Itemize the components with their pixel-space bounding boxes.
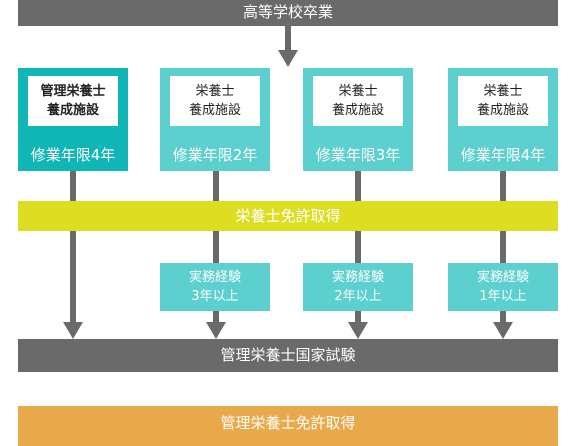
experience-label: 実務経験	[476, 270, 529, 285]
school-label-line1: 栄養士	[195, 84, 235, 99]
arrow-head-col2	[206, 322, 226, 339]
school-label: 栄養士 養成施設	[313, 76, 403, 126]
school-years: 修業年限4年	[460, 146, 546, 164]
arrow-shaft-col2-lower	[213, 311, 219, 324]
school-label: 栄養士 養成施設	[458, 76, 548, 126]
school-label-line1: 管理栄養士	[40, 84, 106, 99]
arrow-shaft-top	[285, 26, 291, 52]
arrow-head-col3	[348, 322, 368, 339]
school-box-dietitian-3yr: 栄養士 養成施設 修業年限3年	[303, 68, 413, 171]
arrow-shaft-col4-mid	[500, 231, 506, 263]
school-label-line2: 養成施設	[46, 103, 99, 118]
flow-arrows	[63, 26, 513, 339]
school-years: 修業年限4年	[30, 146, 116, 164]
school-label: 管理栄養士 養成施設	[28, 76, 118, 126]
experience-box-1yr: 実務経験 1年以上	[448, 263, 558, 311]
arrow-shaft-col2-upper	[213, 171, 219, 201]
registered-dietitian-license-bar: 管理栄養士免許取得	[18, 406, 558, 446]
arrow-shaft-col3-mid	[355, 231, 361, 263]
school-box-registered-dietitian: 管理栄養士 養成施設 修業年限4年	[18, 68, 128, 171]
school-box-dietitian-2yr: 栄養士 養成施設 修業年限2年	[160, 68, 270, 171]
arrow-shaft-col3-upper	[355, 171, 361, 201]
school-label-line1: 栄養士	[483, 84, 523, 99]
school-label-line2: 養成施設	[331, 103, 384, 118]
arrow-head-top	[278, 50, 298, 67]
school-years: 修業年限3年	[315, 146, 401, 164]
arrow-head-col4	[493, 322, 513, 339]
school-years: 修業年限2年	[172, 146, 258, 164]
school-label-line2: 養成施設	[476, 103, 529, 118]
experience-label: 実務経験	[188, 270, 241, 285]
school-label-line1: 栄養士	[338, 84, 378, 99]
school-box-dietitian-4yr: 栄養士 養成施設 修業年限4年	[448, 68, 558, 171]
experience-box-2yr: 実務経験 2年以上	[303, 263, 413, 311]
experience-box-3yr: 実務経験 3年以上	[160, 263, 270, 311]
arrow-shaft-col4-upper	[500, 171, 506, 201]
dietitian-license-bar: 栄養士免許取得	[18, 201, 558, 231]
experience-label: 実務経験	[331, 270, 384, 285]
school-label-line2: 養成施設	[188, 103, 241, 118]
experience-years: 2年以上	[334, 289, 382, 304]
experience-years: 3年以上	[191, 289, 239, 304]
high-school-graduation-bar: 高等学校卒業	[18, 0, 558, 26]
arrow-head-col1	[63, 322, 83, 339]
arrow-shaft-col3-lower	[355, 311, 361, 324]
national-exam-bar: 管理栄養士国家試験	[18, 339, 558, 372]
arrow-shaft-col2-mid	[213, 231, 219, 263]
arrow-shaft-col4-lower	[500, 311, 506, 324]
experience-years: 1年以上	[479, 289, 527, 304]
arrow-shaft-col1	[70, 171, 76, 324]
school-label: 栄養士 養成施設	[170, 76, 260, 126]
